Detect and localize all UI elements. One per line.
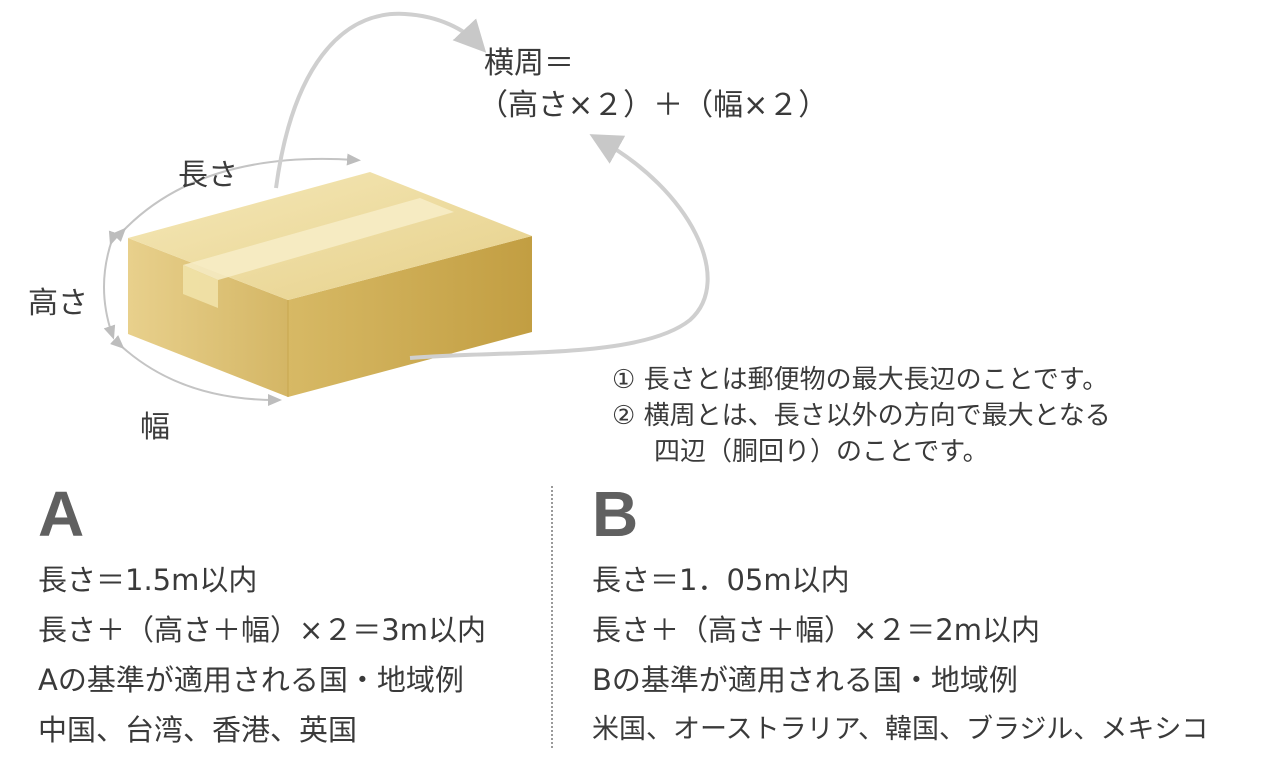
section-b-total-limit: 長さ＋（高さ＋幅）×２＝2m以内 [592,613,1040,647]
cardboard-box [128,172,532,397]
section-a-region-heading: Aの基準が適用される国・地域例 [38,663,464,697]
height-arrow [103,230,121,340]
box-diagram [103,11,710,406]
girth-arrow-right [409,134,710,360]
note-girth-continued: 四辺（胴回り）のことです。 [654,437,989,467]
girth-formula: （高さ×２）＋（幅×２） [478,88,829,123]
width-label: 幅 [140,410,170,445]
length-arrow [112,153,361,242]
section-b-region-heading: Bの基準が適用される国・地域例 [592,663,1018,697]
note-girth: ② 横周とは、長さ以外の方向で最大となる [612,401,1111,431]
note-length: ① 長さとは郵便物の最大長辺のことです。 [612,365,1109,395]
girth-formula-title: 横周＝ [484,46,574,81]
box-tape-front [183,265,218,308]
section-a-region-list: 中国、台湾、香港、英国 [38,713,358,747]
section-a-letter: A [38,478,85,550]
girth-arrow-top [274,11,487,189]
height-label: 高さ [28,286,88,321]
width-arrow [110,335,282,406]
section-b-length-limit: 長さ＝1．05m以内 [592,563,850,597]
section-a-length-limit: 長さ＝1.5m以内 [38,563,258,597]
length-label: 長さ [178,158,238,193]
section-b-letter: B [592,478,639,550]
box-side-face [288,236,532,397]
section-b-region-list: 米国、オーストラリア、韓国、ブラジル、メキシコ [592,714,1209,745]
section-a-total-limit: 長さ＋（高さ＋幅）×２＝3m以内 [38,613,486,647]
section-divider [551,486,553,748]
